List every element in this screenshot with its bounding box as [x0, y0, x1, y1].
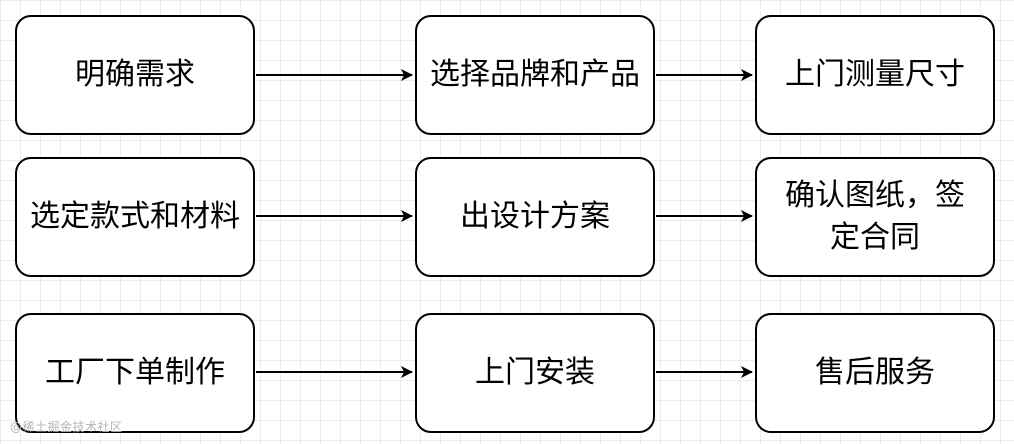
node-confirm-drawings-sign-contract: 确认图纸，签定合同	[755, 157, 995, 277]
node-factory-production: 工厂下单制作	[15, 313, 255, 433]
node-onsite-installation: 上门安装	[415, 313, 655, 433]
node-design-plan: 出设计方案	[415, 157, 655, 277]
node-after-sales-service: 售后服务	[755, 313, 995, 433]
watermark-text: @稀土掘金技术社区	[10, 420, 123, 434]
node-clarify-requirements: 明确需求	[15, 15, 255, 135]
node-select-brand-product: 选择品牌和产品	[415, 15, 655, 135]
node-onsite-measurement: 上门测量尺寸	[755, 15, 995, 135]
node-choose-style-material: 选定款式和材料	[15, 157, 255, 277]
